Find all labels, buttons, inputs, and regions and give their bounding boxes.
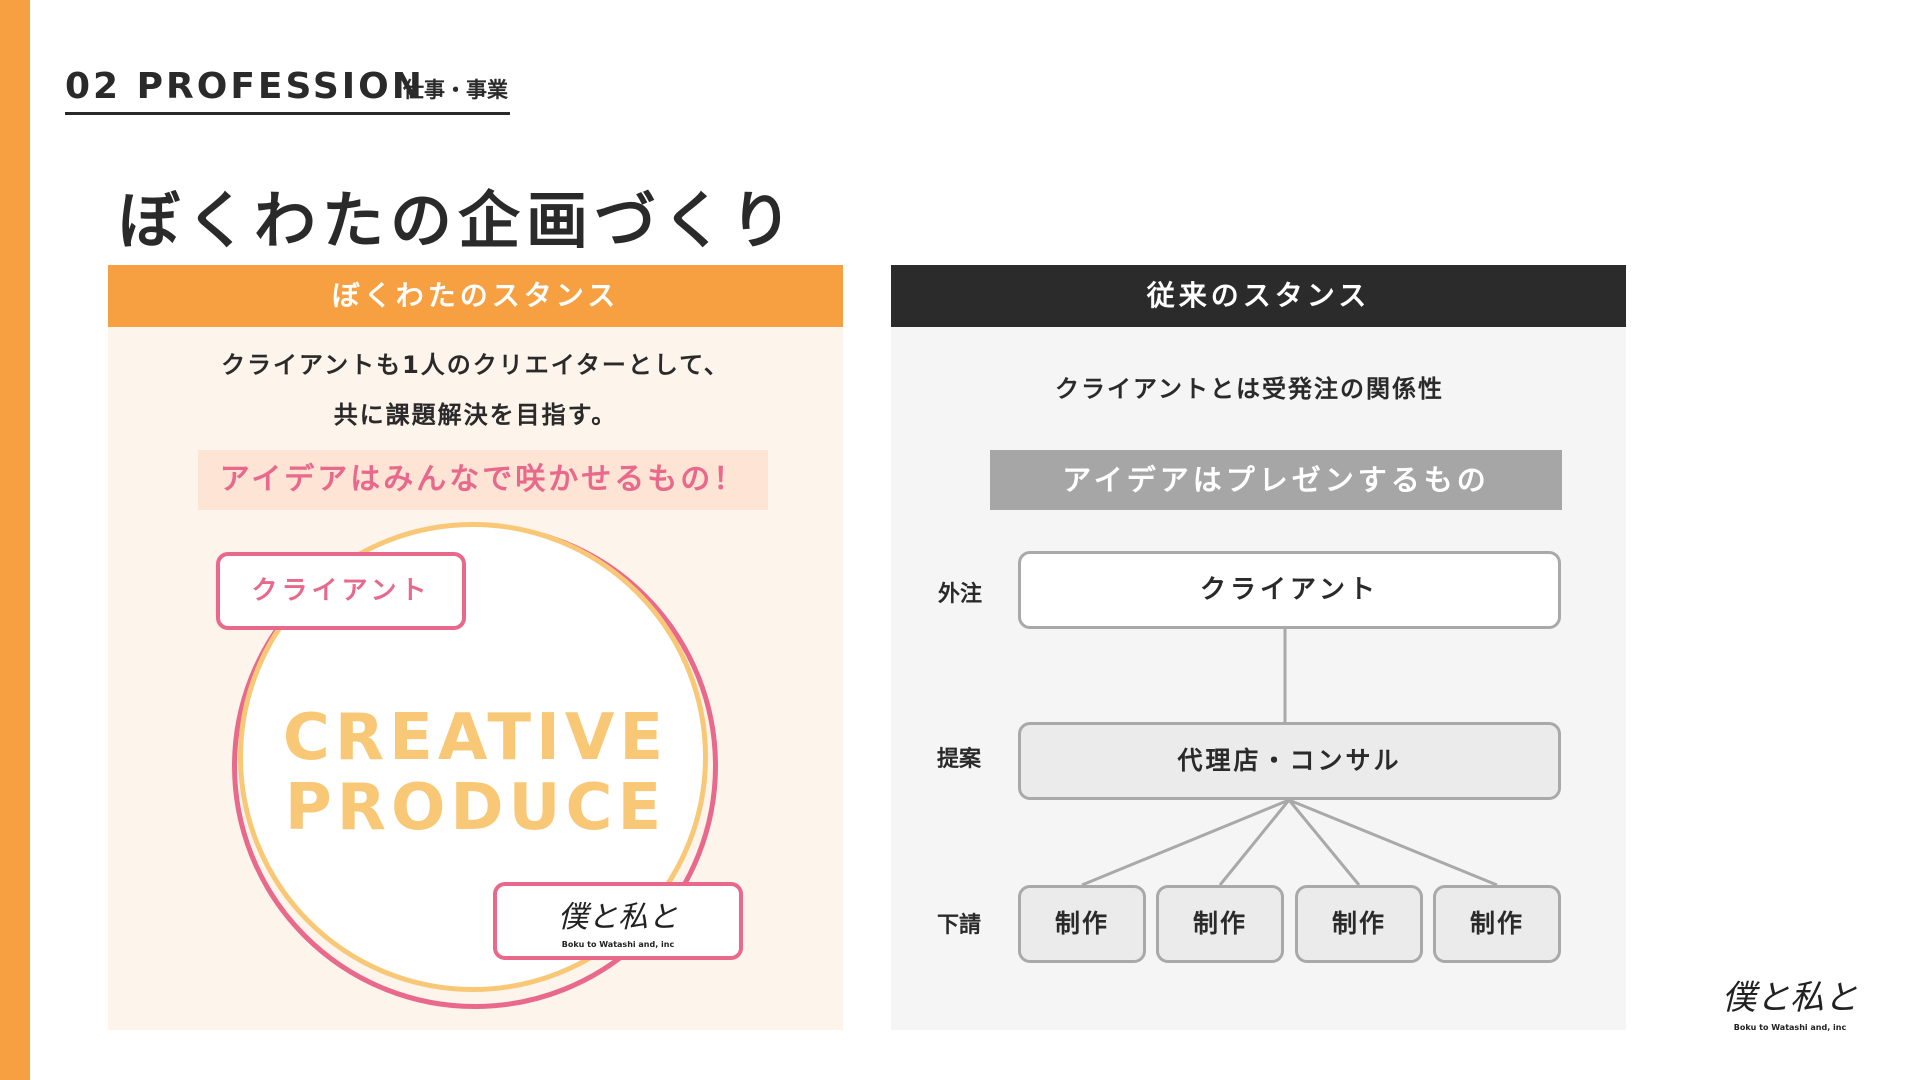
corner-logo-caption: Boku to Watashi and, inc: [1733, 1023, 1847, 1032]
corner-company-logo: 僕と私と Boku to Watashi and, inc: [1700, 970, 1880, 1032]
page-title: ぼくわたの企画づくり: [118, 184, 799, 257]
production-node: 制作: [1295, 885, 1423, 963]
agency-sub-line-3: [1287, 799, 1361, 886]
agency-node: 代理店・コンサル: [1018, 722, 1561, 800]
corner-logo-script: 僕と私と: [1722, 978, 1858, 1018]
production-node: 制作: [1433, 885, 1561, 963]
section-header: 02 PROFESSION 仕事・事業: [65, 62, 510, 115]
our-stance-lead-line1: クライアントも1人のクリエイターとして、: [221, 351, 730, 379]
our-stance-tagline: アイデアはみんなで咲かせるもの！: [198, 450, 768, 510]
section-number: 02 PROFESSION: [65, 66, 425, 107]
client-node: クライアント: [1018, 551, 1561, 629]
our-stance-panel: ぼくわたのスタンス クライアントも1人のクリエイターとして、 共に課題解決を目指…: [108, 265, 843, 1030]
traditional-stance-tagline: アイデアはプレゼンするもの: [990, 450, 1562, 510]
agency-sub-line-4: [1288, 798, 1498, 887]
our-stance-heading: ぼくわたのスタンス: [108, 265, 843, 327]
section-label: 仕事・事業: [403, 78, 508, 102]
traditional-stance-heading: 従来のスタンス: [891, 265, 1626, 327]
our-stance-lead-line2: 共に課題解決を目指す。: [333, 401, 618, 429]
side-accent-bar: [0, 0, 30, 1080]
role-outsource: 外注: [938, 582, 983, 607]
traditional-stance-lead: クライアントとは受発注の関係性: [1054, 375, 1445, 403]
agency-sub-line-1: [1081, 798, 1290, 887]
company-logo-tag: 僕と私と Boku to Watashi and, inc: [493, 882, 743, 960]
role-subcontract: 下請: [937, 913, 982, 938]
client-tag: クライアント: [216, 552, 466, 630]
traditional-stance-panel: 従来のスタンス クライアントとは受発注の関係性 アイデアはプレゼンするもの 外注…: [891, 265, 1626, 1030]
hierarchy-lines: [1081, 629, 1498, 887]
agency-sub-line-2: [1218, 799, 1291, 886]
produce-text: PRODUCE: [284, 771, 667, 845]
logo-caption: Boku to Watashi and, inc: [561, 940, 675, 949]
creative-text: CREATIVE: [282, 701, 669, 775]
production-node: 制作: [1156, 885, 1284, 963]
production-node: 制作: [1018, 885, 1146, 963]
role-proposal: 提案: [937, 747, 982, 772]
logo-script: 僕と私と: [558, 900, 678, 935]
